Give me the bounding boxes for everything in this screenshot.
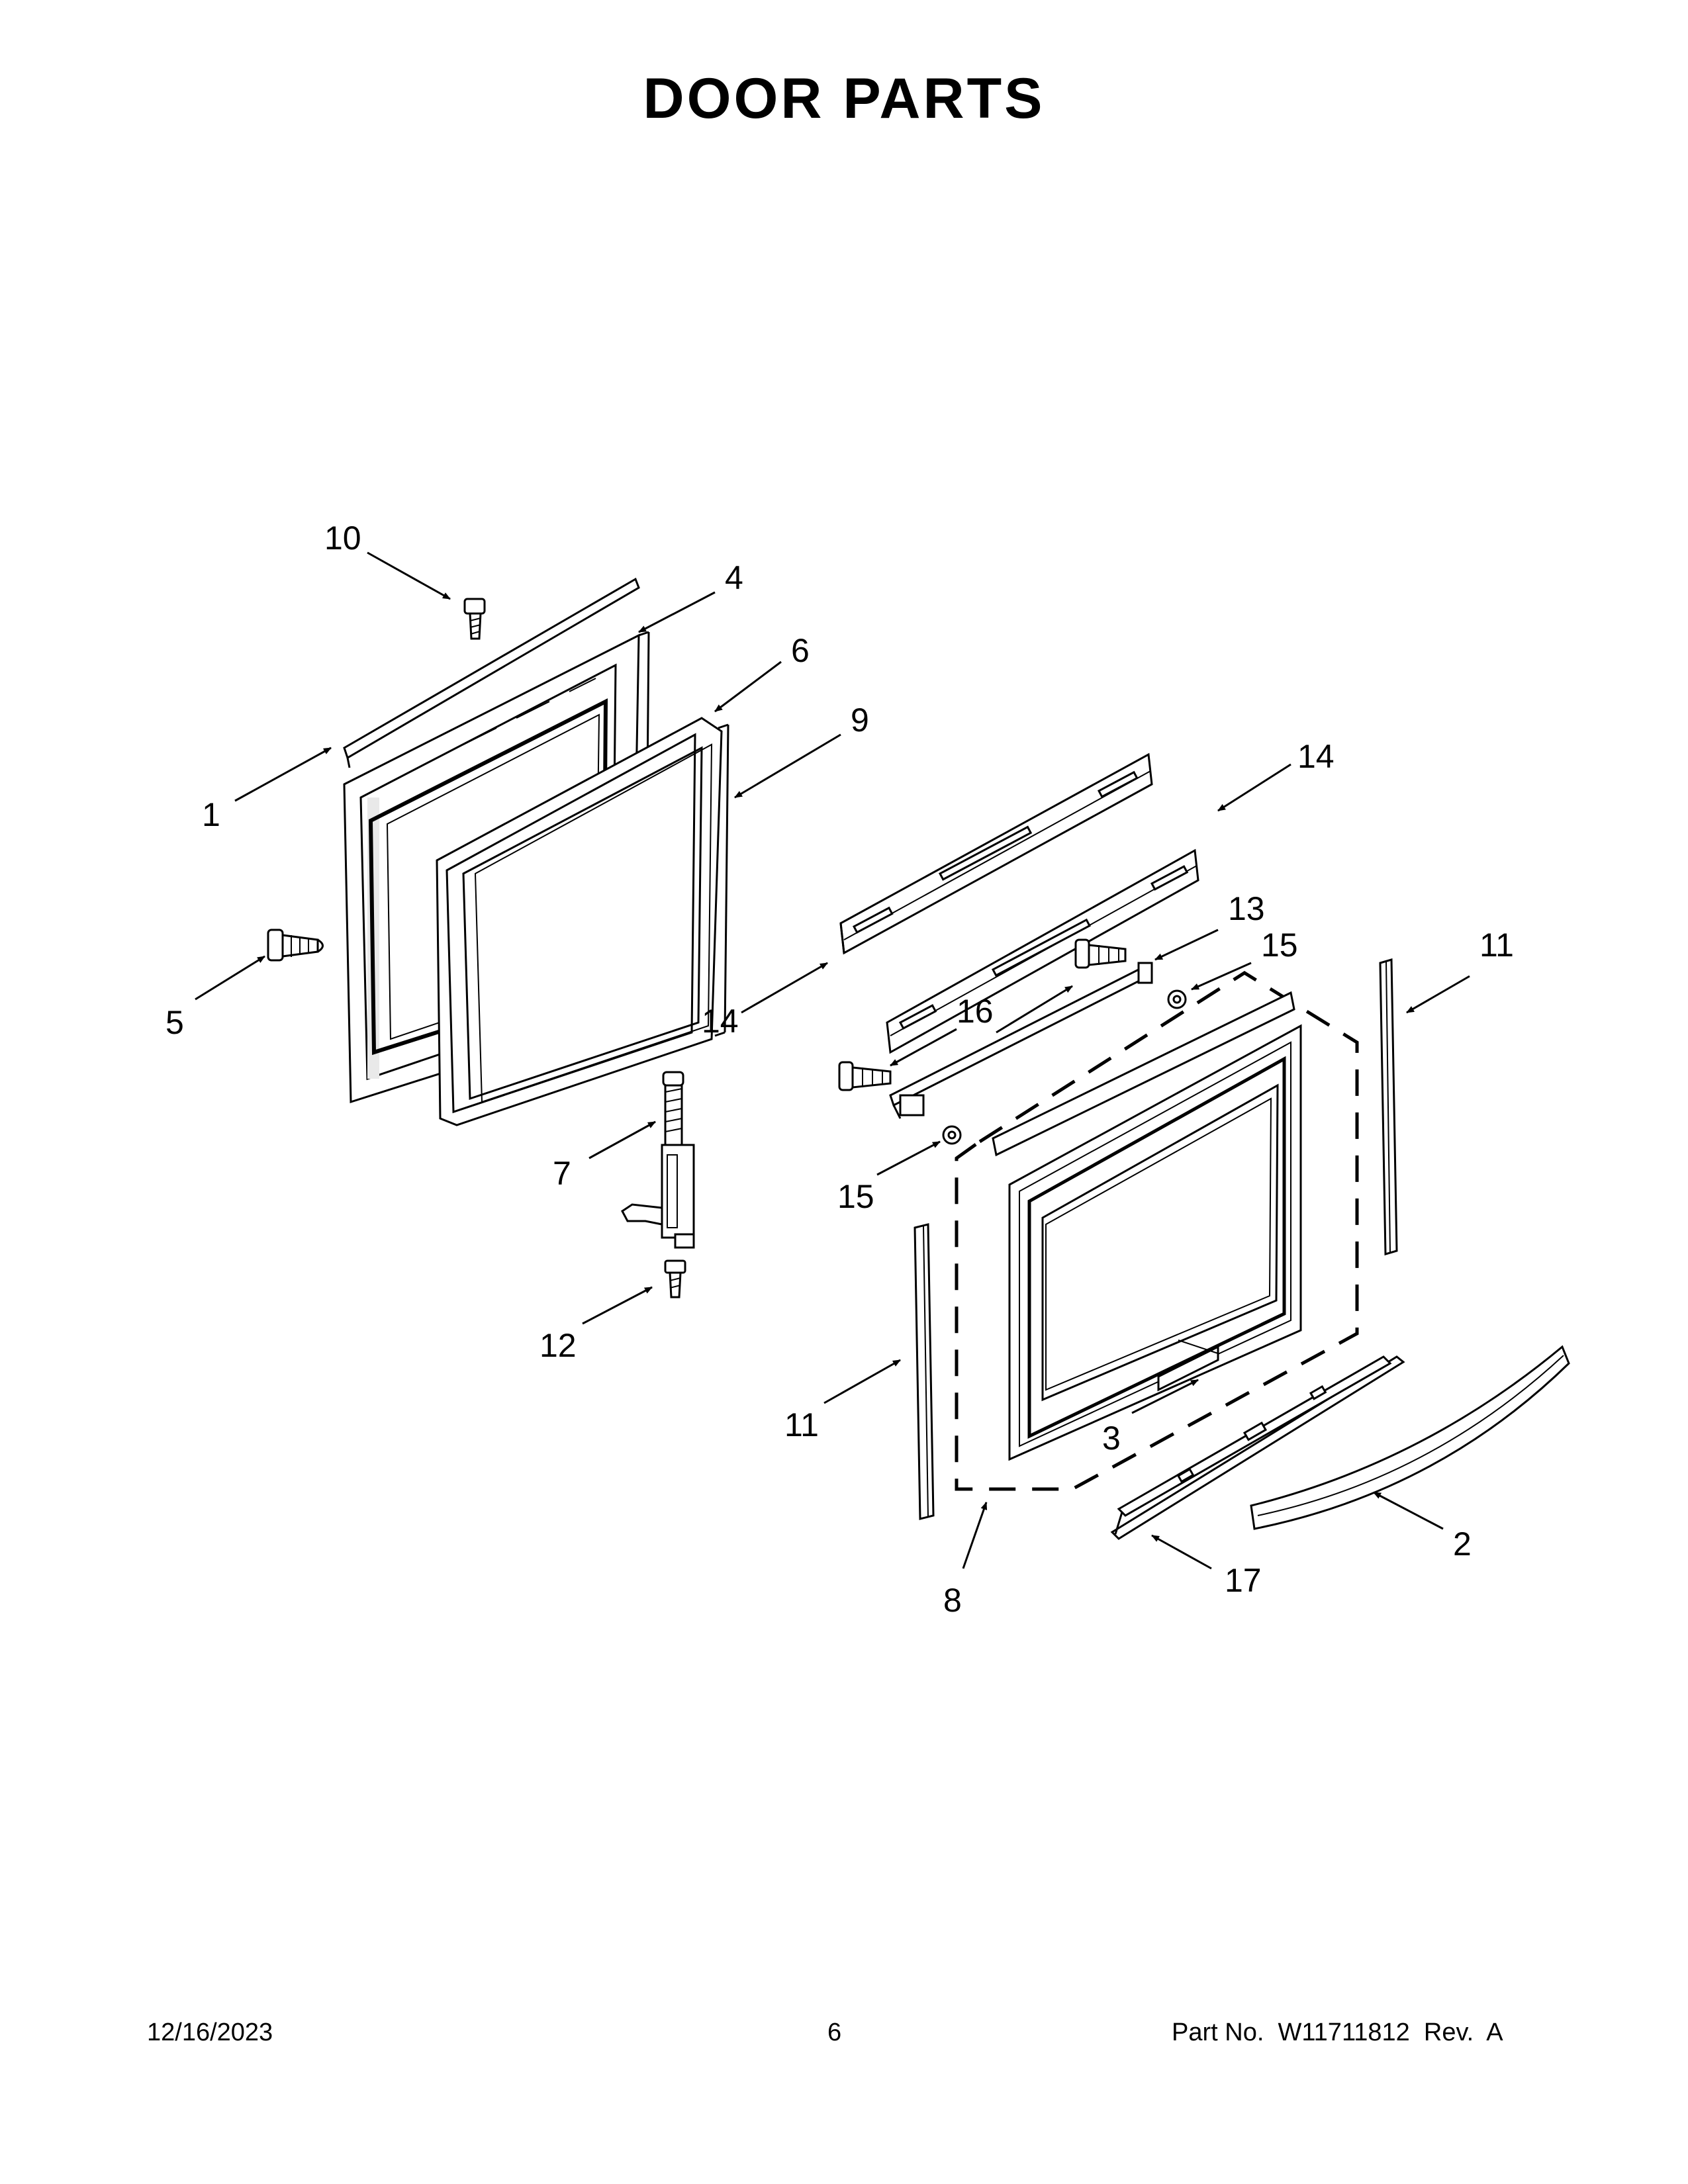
footer-part-number: Part No. W11711812 Rev. A <box>1172 2019 1503 2046</box>
glass-frame <box>714 723 729 1037</box>
callout-15-upper: 15 <box>1261 927 1298 964</box>
callout-13: 13 <box>1228 890 1265 927</box>
callout-14-lower: 14 <box>702 1003 739 1040</box>
footer-page-number: 6 <box>827 2019 842 2046</box>
door-badge <box>1157 1340 1219 1392</box>
hinge-screw-icon <box>664 1259 686 1298</box>
page-title: DOOR PARTS <box>643 67 1045 130</box>
callout-14-upper: 14 <box>1297 738 1335 775</box>
lower-door-rail <box>886 848 1199 1054</box>
side-trim-right <box>1379 958 1398 1255</box>
callout-8: 8 <box>943 1582 962 1619</box>
bolt-icon <box>838 1061 892 1091</box>
callout-11-right: 11 <box>1479 927 1514 964</box>
washer-icon <box>1167 989 1187 1009</box>
outer-door-panel <box>1008 1024 1302 1461</box>
callout-3: 3 <box>1102 1420 1121 1457</box>
callout-7: 7 <box>553 1155 571 1192</box>
callout-4: 4 <box>725 559 743 596</box>
outer-door-top-trim <box>992 991 1295 1157</box>
handle-bracket <box>1110 1355 1405 1540</box>
side-trim-left <box>914 1223 935 1520</box>
callout-2: 2 <box>1453 1525 1472 1563</box>
callout-5: 5 <box>165 1004 184 1041</box>
callout-17: 17 <box>1225 1562 1262 1599</box>
bolt-icon <box>1074 938 1127 969</box>
hinge-support-rod <box>889 962 1153 1119</box>
washer-icon <box>942 1125 962 1145</box>
hinge <box>621 1071 695 1249</box>
callout-12: 12 <box>539 1327 577 1364</box>
callout-1: 1 <box>202 796 220 833</box>
callout-15-lower: 15 <box>837 1178 874 1215</box>
screw-icon <box>463 598 486 640</box>
glass-pack <box>436 717 723 1126</box>
callout-9: 9 <box>851 702 869 739</box>
leader-lines <box>195 551 1470 1570</box>
shoulder-screw-icon <box>267 929 324 962</box>
top-trim-strip <box>343 577 640 768</box>
upper-door-rail <box>839 752 1153 955</box>
door-handle <box>1250 1345 1570 1530</box>
footer-date: 12/16/2023 <box>147 2019 273 2046</box>
callout-10: 10 <box>324 520 361 557</box>
callout-11-left: 11 <box>784 1406 819 1443</box>
callout-16: 16 <box>957 993 994 1030</box>
callout-6: 6 <box>791 632 810 669</box>
